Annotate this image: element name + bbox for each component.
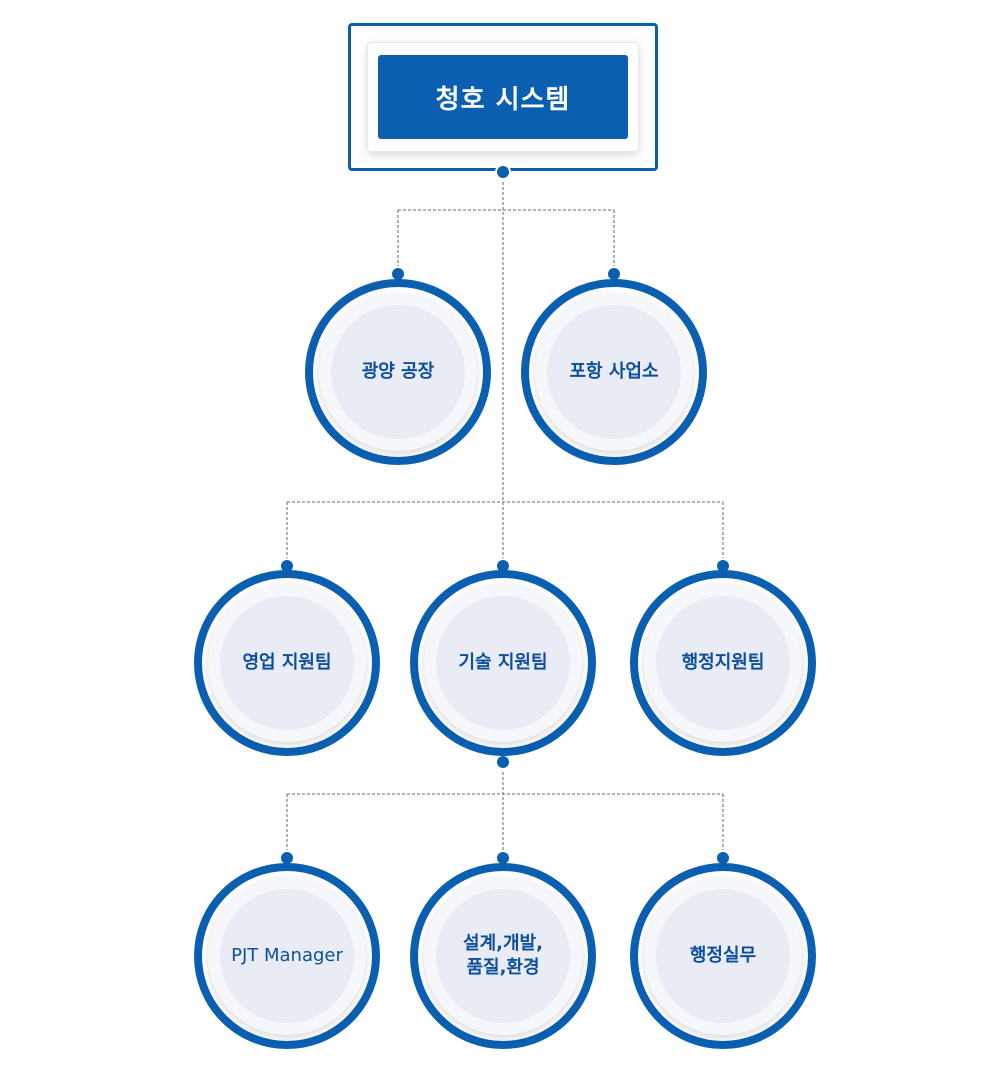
node-label: 영업 지원팀 <box>220 596 354 730</box>
connector-dot <box>495 164 511 180</box>
node-admin-support-team[interactable]: 행정지원팀 <box>630 570 816 756</box>
node-label: 포항 사업소 <box>547 305 681 439</box>
node-pohang-office[interactable]: 포항 사업소 <box>521 279 707 465</box>
node-design-quality[interactable]: 설계,개발, 품질,환경 <box>410 863 596 1049</box>
connector-dot <box>495 754 511 770</box>
node-label: 행정실무 <box>656 889 790 1023</box>
root-node[interactable]: 청호 시스템 <box>378 55 628 139</box>
node-tech-support-team[interactable]: 기술 지원팀 <box>410 570 596 756</box>
node-sales-support-team[interactable]: 영업 지원팀 <box>194 570 380 756</box>
node-label: 기술 지원팀 <box>436 596 570 730</box>
node-pjt-manager[interactable]: PJT Manager <box>194 863 380 1049</box>
node-label: 설계,개발, 품질,환경 <box>436 889 570 1023</box>
node-gwangyang-plant[interactable]: 광양 공장 <box>305 279 491 465</box>
node-label: 광양 공장 <box>331 305 465 439</box>
node-label-line: 품질,환경 <box>466 957 540 978</box>
node-label-line: 설계,개발, <box>463 932 543 954</box>
root-label: 청호 시스템 <box>435 84 571 115</box>
node-admin-practice[interactable]: 행정실무 <box>630 863 816 1049</box>
node-label: PJT Manager <box>220 889 354 1023</box>
node-label: 행정지원팀 <box>656 596 790 730</box>
